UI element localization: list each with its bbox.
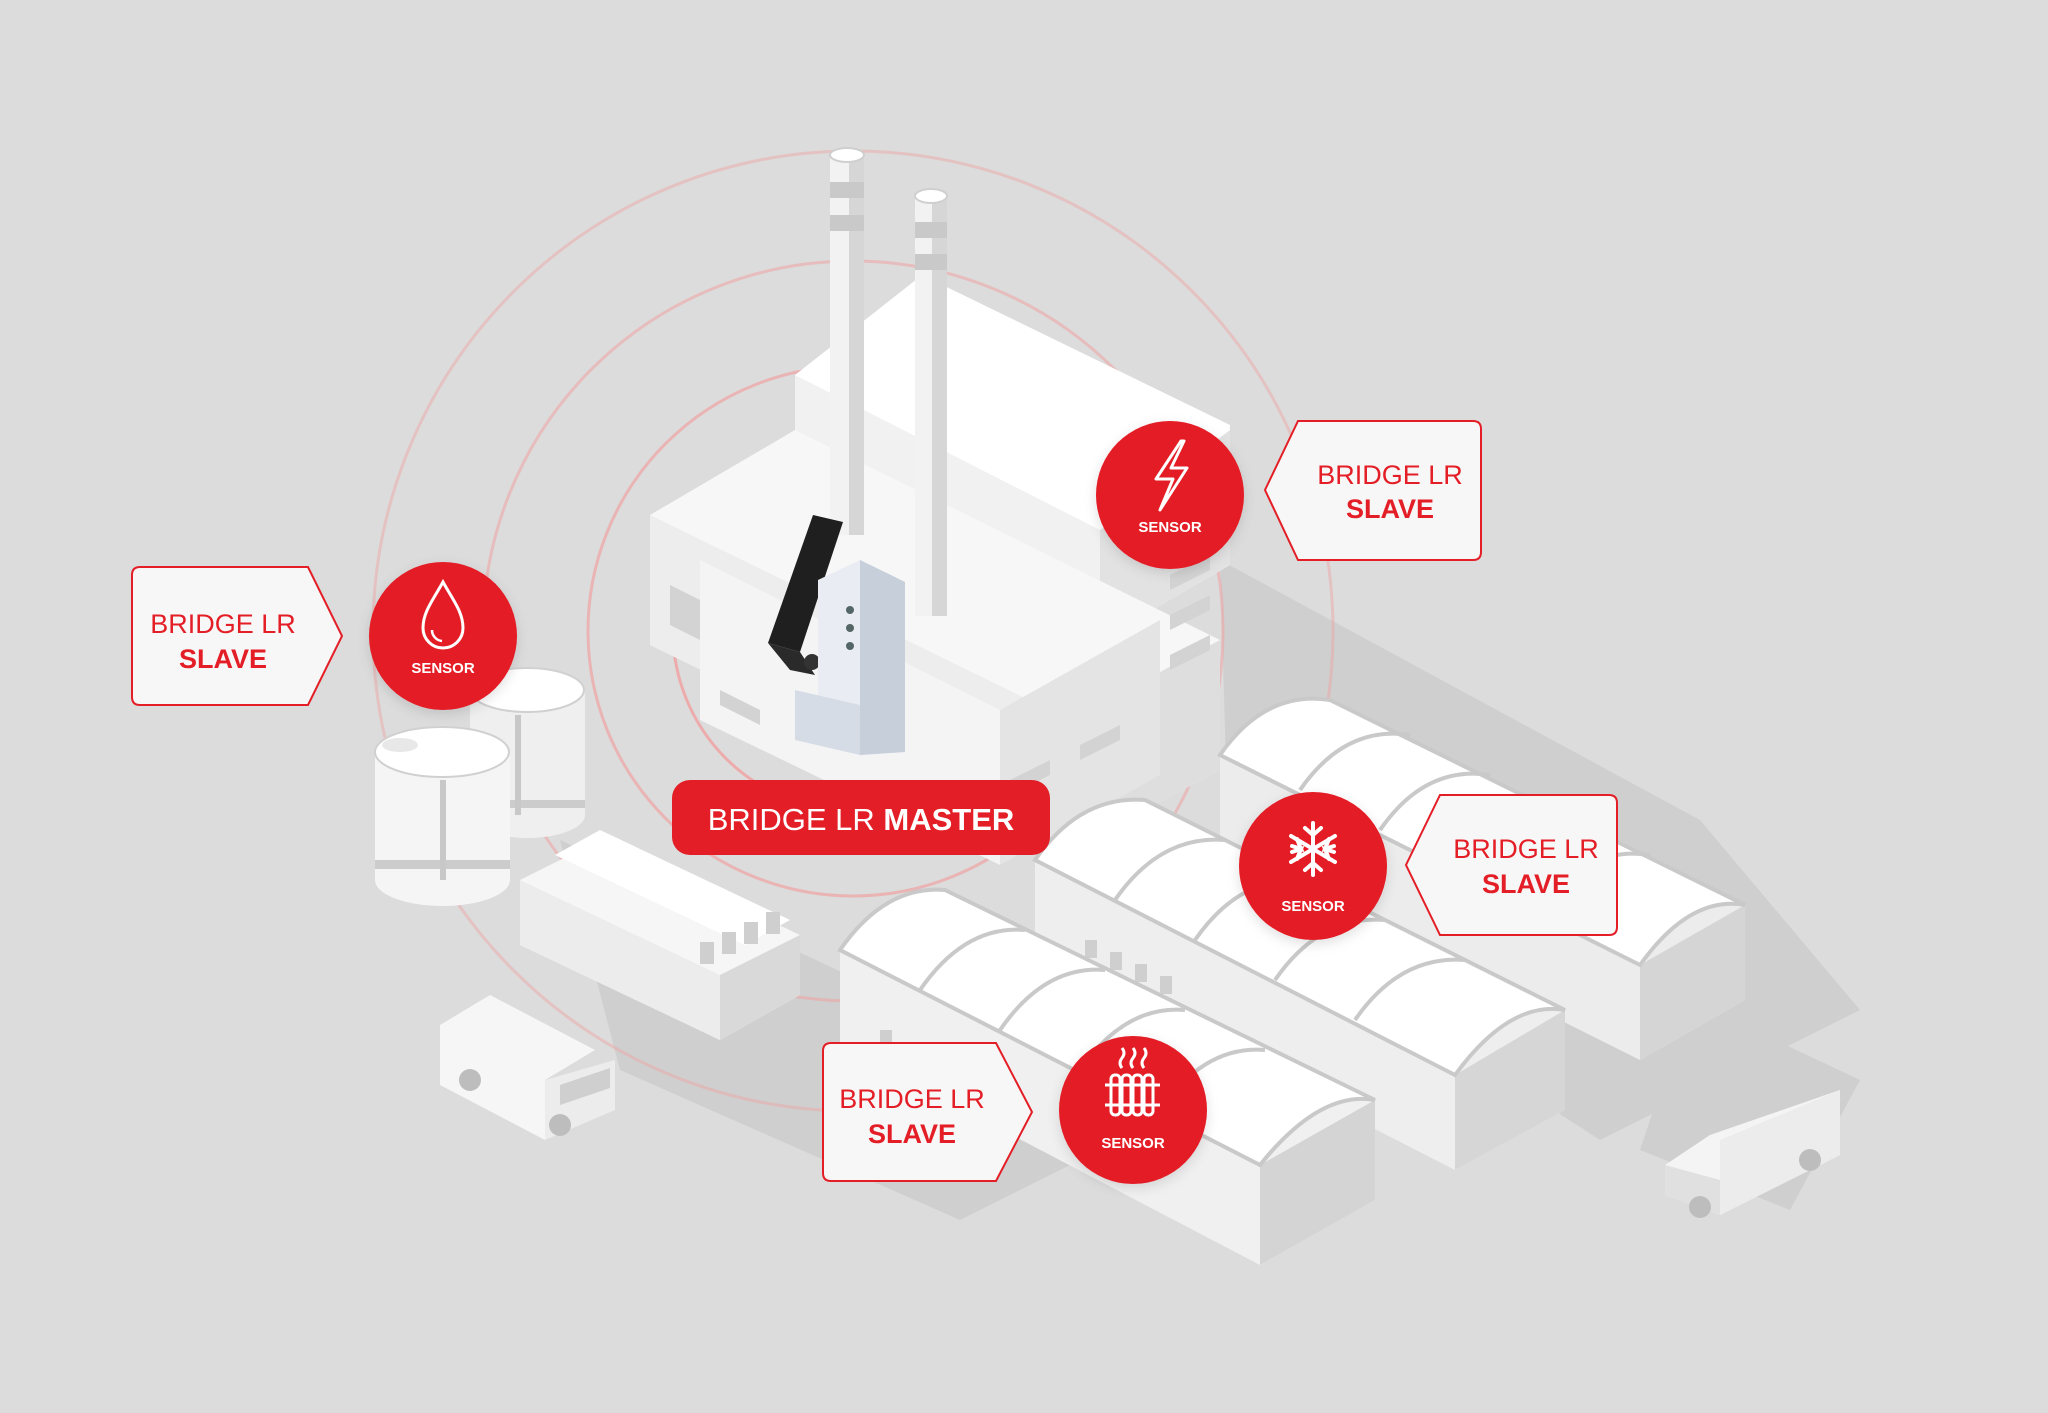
antenna-icon [768, 515, 843, 675]
master-prefix: BRIDGE LR [708, 802, 875, 837]
lightning-bolt-icon [1154, 439, 1189, 512]
sensor-label: SENSOR [1101, 1135, 1165, 1152]
slave-callout-water: BRIDGE LR SLAVE [131, 566, 344, 706]
chimneys [829, 147, 948, 616]
slave-line1: BRIDGE LR [1453, 834, 1599, 864]
node-heat: BRIDGE LR SLAVE SENSOR [822, 1036, 1207, 1184]
truck-right [1665, 1090, 1840, 1218]
radiator-icon [1105, 1047, 1160, 1117]
bridge-lr-device [768, 515, 905, 755]
sensor-label: SENSOR [1138, 519, 1202, 536]
node-power: BRIDGE LR SLAVE SENSOR [1096, 420, 1482, 569]
node-water: BRIDGE LR SLAVE SENSOR [131, 562, 517, 710]
slave-line2: SLAVE [868, 1119, 956, 1149]
node-cold: BRIDGE LR SLAVE SENSOR [1239, 792, 1618, 940]
slave-line2: SLAVE [1346, 494, 1434, 524]
snowflake-icon [1289, 821, 1337, 877]
sensor-badge-cold: SENSOR [1239, 792, 1387, 940]
master-suffix: MASTER [883, 802, 1014, 837]
small-building [520, 830, 800, 1040]
sensor-badge-power: SENSOR [1096, 421, 1244, 569]
slave-line2: SLAVE [1482, 869, 1570, 899]
truck-left [440, 995, 615, 1140]
slave-callout-power: BRIDGE LR SLAVE [1263, 420, 1482, 561]
sensor-badge-water: SENSOR [369, 562, 517, 710]
sensor-label: SENSOR [1281, 898, 1345, 915]
sensor-label: SENSOR [411, 660, 475, 677]
slave-line1: BRIDGE LR [1317, 460, 1463, 490]
slave-callout-heat: BRIDGE LR SLAVE [822, 1042, 1034, 1182]
slave-line2: SLAVE [179, 644, 267, 674]
slave-callout-cold: BRIDGE LR SLAVE [1404, 794, 1618, 936]
master-label: BRIDGE LR MASTER [672, 780, 1050, 855]
sensor-badge-heat: SENSOR [1059, 1036, 1207, 1184]
water-drop-icon [421, 578, 465, 650]
slave-line1: BRIDGE LR [150, 609, 296, 639]
slave-line1: BRIDGE LR [839, 1084, 985, 1114]
master-label-text: BRIDGE LR MASTER [708, 802, 1015, 837]
storage-tanks [374, 667, 586, 906]
